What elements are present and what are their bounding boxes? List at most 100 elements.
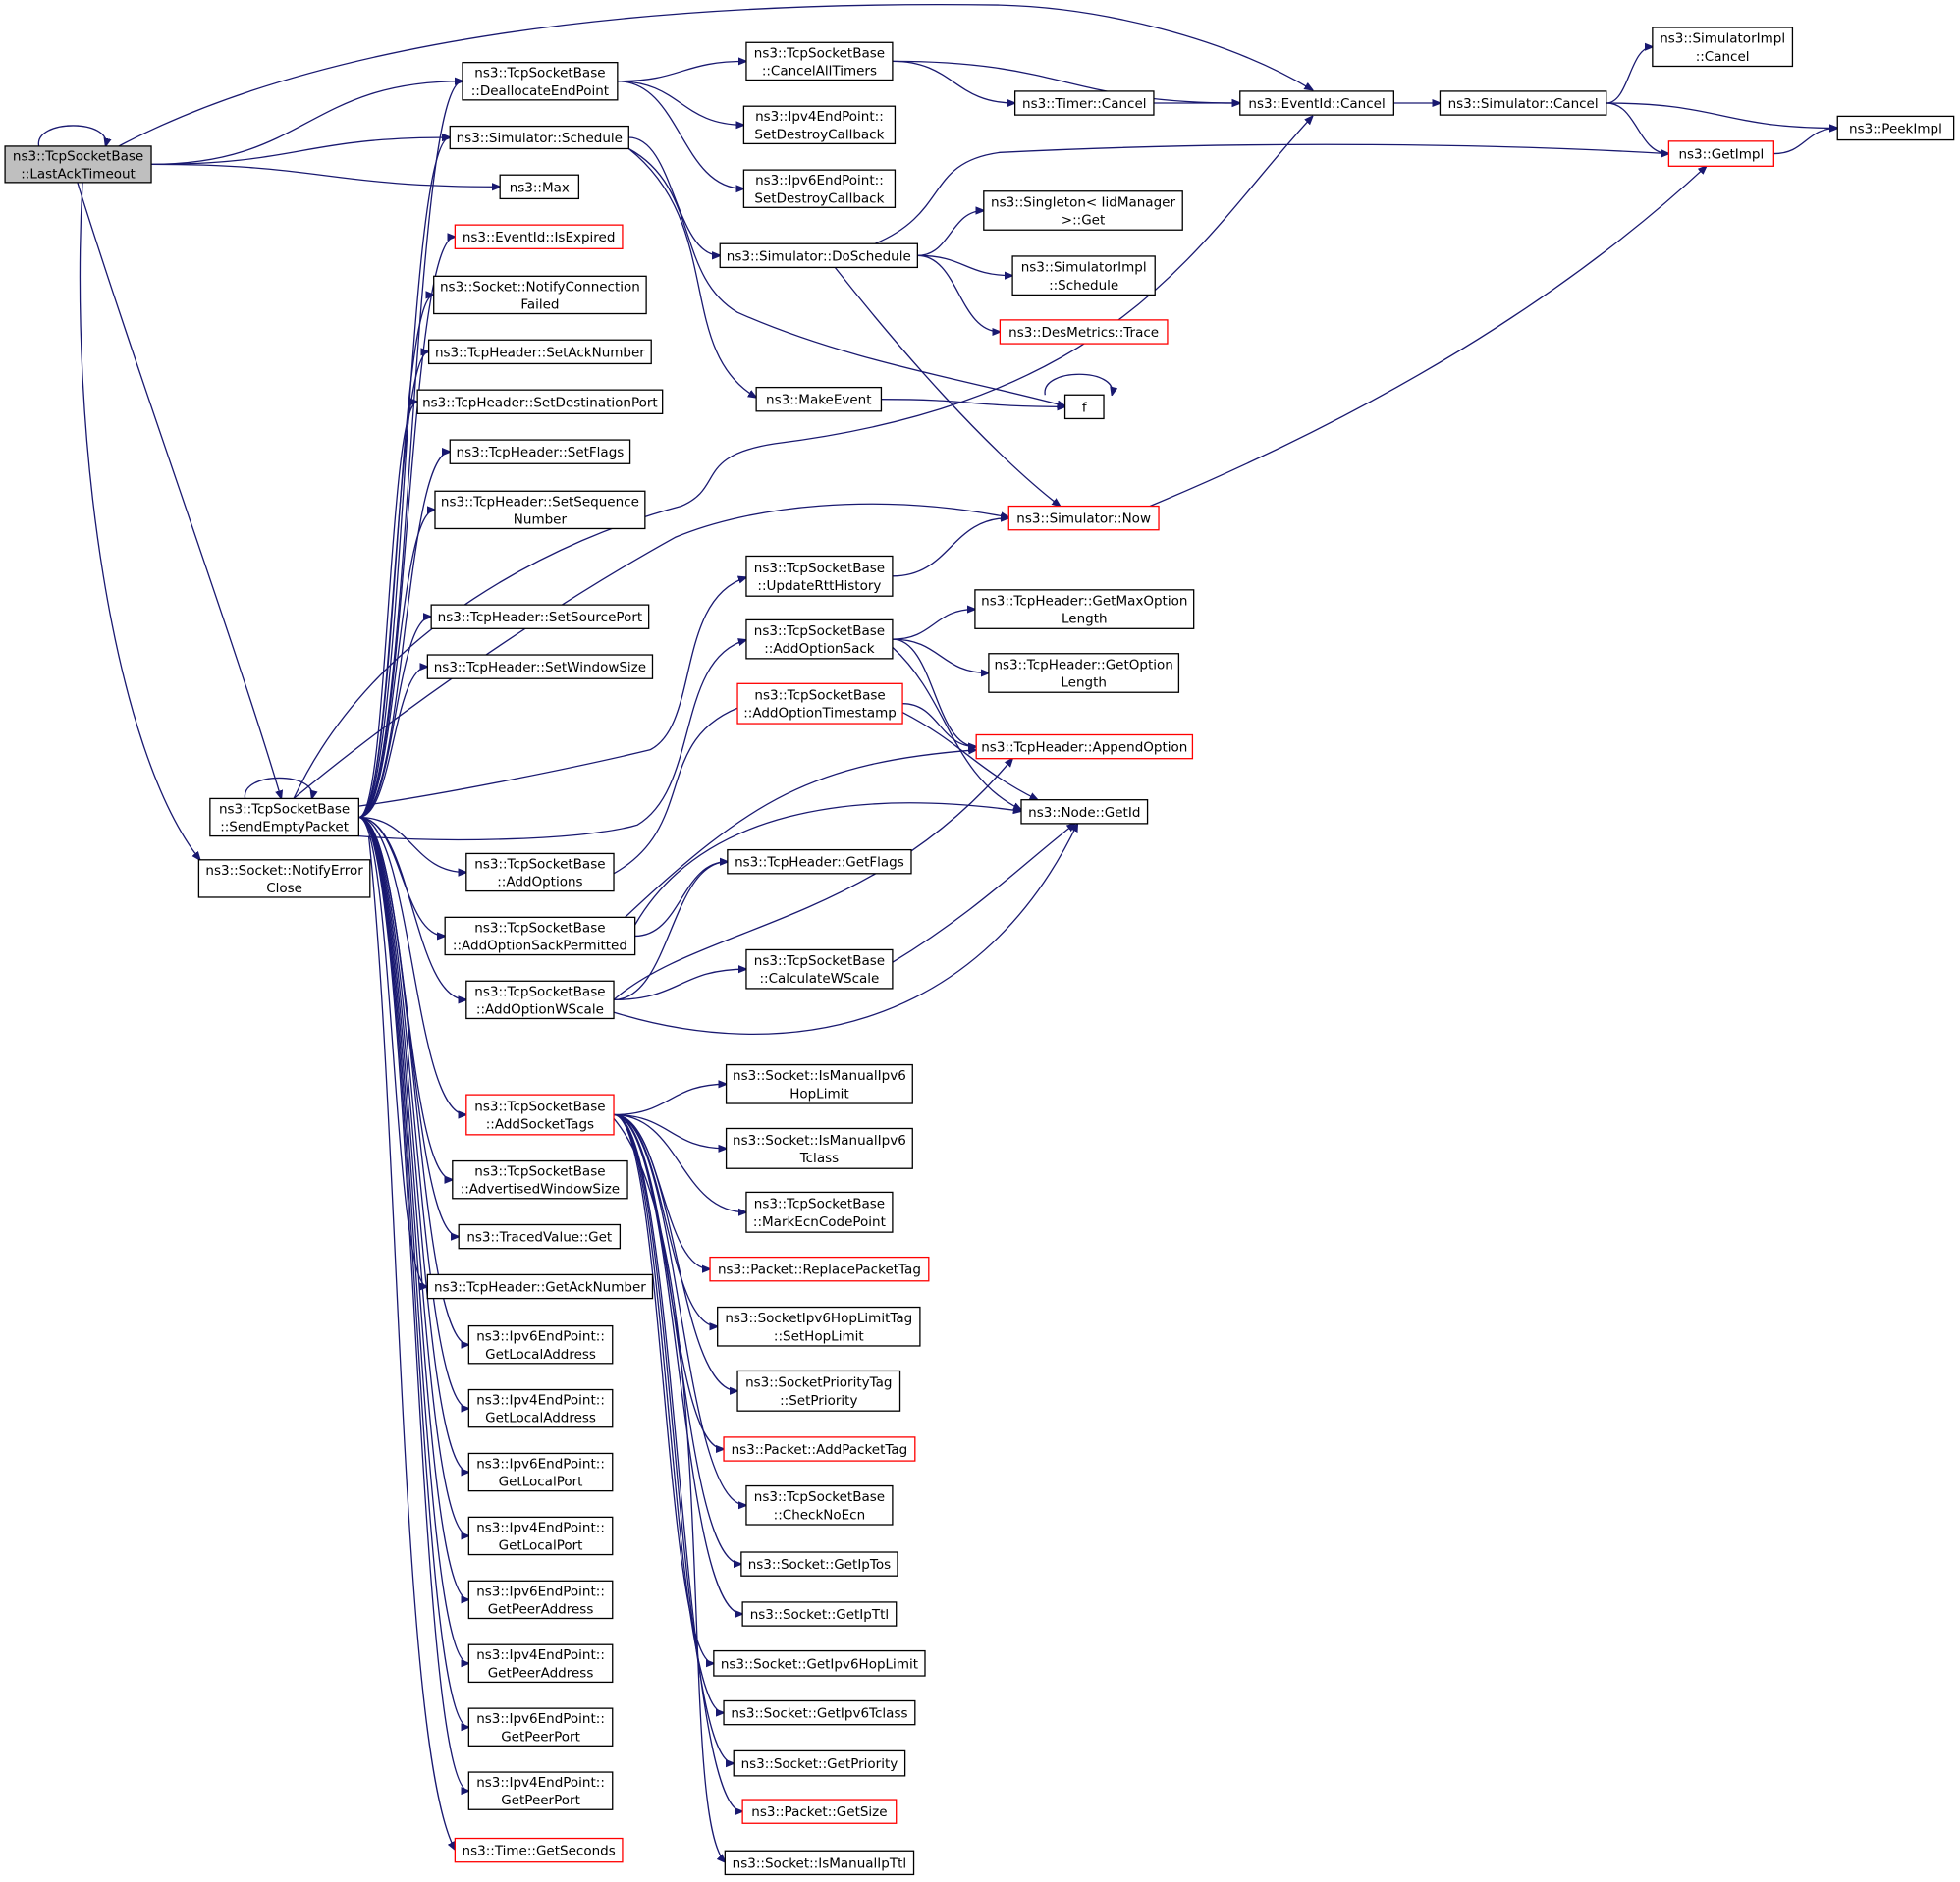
- node-ns3-tcpsocketbase-sendemptypacket[interactable]: ns3::TcpSocketBase::SendEmptyPacket: [209, 797, 359, 837]
- node-f[interactable]: f: [1063, 394, 1105, 420]
- node-ns3-socket-getipttl[interactable]: ns3::Socket::GetIpTtl: [741, 1601, 898, 1627]
- node-ns3-packet-addpackettag[interactable]: ns3::Packet::AddPacketTag: [723, 1436, 916, 1462]
- node-label: ns3::Packet::ReplacePacketTag: [718, 1263, 921, 1278]
- node-ns3-tcpsocketbase-addoptionwscale[interactable]: ns3::TcpSocketBase::AddOptionWScale: [465, 980, 615, 1020]
- node-label: ::AddOptionSackPermitted: [453, 939, 627, 954]
- edge-n0-to-n2: [151, 137, 450, 166]
- node-label: >::Get: [1062, 213, 1105, 229]
- node-label: ::SetHopLimit: [774, 1328, 864, 1344]
- node-ns3-simulator-cancel[interactable]: ns3::Simulator::Cancel: [1439, 90, 1607, 116]
- node-ns3-simulatorimpl-cancel[interactable]: ns3::SimulatorImpl::Cancel: [1652, 27, 1794, 68]
- node-ns3-tcpsocketbase-markecncodepoint[interactable]: ns3::TcpSocketBase::MarkEcnCodePoint: [745, 1191, 894, 1233]
- node-ns3-socket-getipv6tclass[interactable]: ns3::Socket::GetIpv6Tclass: [723, 1699, 916, 1726]
- node-ns3-simulator-doschedule[interactable]: ns3::Simulator::DoSchedule: [719, 242, 919, 269]
- node-box: [1239, 90, 1394, 116]
- node-ns3-simulator-schedule[interactable]: ns3::Simulator::Schedule: [449, 125, 629, 150]
- node-ns3-simulator-now[interactable]: ns3::Simulator::Now: [1007, 505, 1160, 531]
- node-ns3-socket-getiptos[interactable]: ns3::Socket::GetIpTos: [740, 1551, 898, 1577]
- node-ns3-tcpheader-setsourceport[interactable]: ns3::TcpHeader::SetSourcePort: [430, 604, 650, 629]
- edge-n12-to-n26: [358, 816, 468, 1664]
- node-ns3-tcpsocketbase-addsockettags[interactable]: ns3::TcpSocketBase::AddSocketTags: [465, 1094, 615, 1136]
- node-label: Length: [1061, 675, 1107, 691]
- node-label: GetPeerPort: [501, 1729, 580, 1745]
- node-label: ns3::SocketIpv6HopLimitTag: [725, 1311, 912, 1326]
- node-label: ::AdvertisedWindowSize: [461, 1182, 620, 1198]
- node-ns3-tcpheader-getflags[interactable]: ns3::TcpHeader::GetFlags: [727, 848, 912, 875]
- node-box: [1013, 90, 1155, 116]
- node-ns3-ipv4endpoint-getpeeraddress[interactable]: ns3::Ipv4EndPoint::GetPeerAddress: [467, 1643, 614, 1684]
- node-box: [723, 1436, 916, 1462]
- node-ns3-getimpl[interactable]: ns3::GetImpl: [1667, 140, 1774, 167]
- node-label: ns3::Socket::GetIpv6HopLimit: [721, 1656, 918, 1672]
- node-ns3-tcpsocketbase-checknoecn[interactable]: ns3::TcpSocketBase::CheckNoEcn: [745, 1484, 894, 1526]
- node-ns3-tcpsocketbase-addoptionsack[interactable]: ns3::TcpSocketBase::AddOptionSack: [745, 618, 894, 660]
- node-ns3-packet-getsize[interactable]: ns3::Packet::GetSize: [741, 1799, 898, 1824]
- node-ns3-simulatorimpl-schedule[interactable]: ns3::SimulatorImpl::Schedule: [1011, 255, 1156, 296]
- node-label: GetLocalAddress: [485, 1411, 596, 1426]
- node-ns3-socket-getipv6hoplimit[interactable]: ns3::Socket::GetIpv6HopLimit: [713, 1649, 926, 1677]
- node-ns3-tcpsocketbase-calculatewscale[interactable]: ns3::TcpSocketBase::CalculateWScale: [745, 948, 894, 990]
- node-ns3-tcpheader-getacknumber[interactable]: ns3::TcpHeader::GetAckNumber: [426, 1273, 654, 1300]
- node-ns3-timer-cancel[interactable]: ns3::Timer::Cancel: [1013, 90, 1155, 116]
- node-ns3-tcpsocketbase-addoptions[interactable]: ns3::TcpSocketBase::AddOptions: [465, 852, 615, 892]
- node-ns3-ipv6endpoint-getpeeraddress[interactable]: ns3::Ipv6EndPoint::GetPeerAddress: [467, 1580, 614, 1620]
- node-label: ns3::Packet::GetSize: [751, 1804, 887, 1820]
- node-ns3-tcpsocketbase-lastacktimeout[interactable]: ns3::TcpSocketBase::LastAckTimeout: [4, 145, 152, 184]
- node-ns3-singleton-iidmanager-get[interactable]: ns3::Singleton< IidManager >::Get: [983, 190, 1183, 231]
- edge-n12-to-n21: [358, 816, 468, 1345]
- node-ns3-tcpheader-appendoption[interactable]: ns3::TcpHeader::AppendOption: [975, 733, 1194, 760]
- node-ns3-tcpsocketbase-addoptionsackpermitted[interactable]: ns3::TcpSocketBase::AddOptionSackPermitt…: [444, 916, 636, 956]
- node-ns3-ipv6endpoint-getlocaladdress[interactable]: ns3::Ipv6EndPoint::GetLocalAddress: [467, 1324, 614, 1365]
- node-ns3-socketipv6hoplimittag-sethoplimit[interactable]: ns3::SocketIpv6HopLimitTag::SetHopLimit: [717, 1306, 921, 1347]
- node-box: [755, 386, 883, 412]
- edge-n16-to-n69: [613, 824, 1077, 1036]
- node-ns3-max[interactable]: ns3::Max: [499, 174, 580, 200]
- node-ns3-ipv6endpoint-getpeerport[interactable]: ns3::Ipv6EndPoint::GetPeerPort: [467, 1707, 614, 1747]
- node-box: [449, 439, 631, 464]
- node-ns3-ipv4endpoint-setdestroycallback[interactable]: ns3::Ipv4EndPoint::SetDestroyCallback: [742, 105, 897, 145]
- node-ns3-node-getid[interactable]: ns3::Node::GetId: [1020, 799, 1149, 825]
- node-ns3-ipv6endpoint-getlocalport[interactable]: ns3::Ipv6EndPoint::GetLocalPort: [467, 1452, 614, 1492]
- node-ns3-ipv4endpoint-getlocalport[interactable]: ns3::Ipv4EndPoint::GetLocalPort: [467, 1516, 614, 1556]
- node-ns3-tcpsocketbase-deallocateendpoint[interactable]: ns3::TcpSocketBase::DeallocateEndPoint: [462, 61, 619, 101]
- node-ns3-socketprioritytag-setpriority[interactable]: ns3::SocketPriorityTag::SetPriority: [736, 1370, 901, 1412]
- node-ns3-time-getseconds[interactable]: ns3::Time::GetSeconds: [454, 1837, 624, 1863]
- node-ns3-tcpheader-setwindowsize[interactable]: ns3::TcpHeader::SetWindowSize: [426, 654, 654, 679]
- node-box: [467, 1388, 614, 1428]
- node-ns3-tcpsocketbase-updatertthistory[interactable]: ns3::TcpSocketBase::UpdateRttHistory: [745, 555, 894, 597]
- node-box: [725, 1063, 913, 1104]
- node-ns3-eventid-cancel[interactable]: ns3::EventId::Cancel: [1239, 90, 1394, 116]
- node-ns3-tcpsocketbase-advertisedwindowsize[interactable]: ns3::TcpSocketBase::AdvertisedWindowSize: [452, 1159, 628, 1200]
- edge-n15-to-n38: [634, 862, 728, 938]
- node-ns3-peekimpl[interactable]: ns3::PeekImpl: [1836, 115, 1955, 141]
- node-box: [1836, 115, 1955, 141]
- node-ns3-tracedvalue-get[interactable]: ns3::TracedValue::Get: [458, 1223, 622, 1250]
- node-ns3-tcpsocketbase-addoptiontimestamp[interactable]: ns3::TcpSocketBase::AddOptionTimestamp: [736, 682, 903, 725]
- node-ns3-tcpsocketbase-cancelalltimers[interactable]: ns3::TcpSocketBase::CancelAllTimers: [745, 41, 894, 81]
- node-label: ::CalculateWScale: [760, 971, 880, 987]
- node-ns3-ipv6endpoint-setdestroycallback[interactable]: ns3::Ipv6EndPoint::SetDestroyCallback: [742, 169, 897, 208]
- node-ns3-eventid-isexpired[interactable]: ns3::EventId::IsExpired: [454, 224, 624, 249]
- node-ns3-socket-getpriority[interactable]: ns3::Socket::GetPriority: [733, 1749, 906, 1777]
- node-box: [462, 61, 619, 101]
- edge-n12-to-n16: [358, 816, 465, 1000]
- node-label: GetPeerPort: [501, 1793, 580, 1808]
- node-ns3-ipv4endpoint-getpeerport[interactable]: ns3::Ipv4EndPoint::GetPeerPort: [467, 1771, 614, 1810]
- node-ns3-packet-replacepackettag[interactable]: ns3::Packet::ReplacePacketTag: [709, 1256, 930, 1282]
- node-box: [727, 848, 912, 875]
- node-ns3-tcpheader-setacknumber[interactable]: ns3::TcpHeader::SetAckNumber: [427, 339, 652, 365]
- node-label: ns3::Socket::NotifyError: [205, 863, 363, 879]
- node-ns3-tcpheader-setflags[interactable]: ns3::TcpHeader::SetFlags: [449, 439, 631, 464]
- node-ns3-ipv4endpoint-getlocaladdress[interactable]: ns3::Ipv4EndPoint::GetLocalAddress: [467, 1388, 614, 1428]
- node-ns3-tcpheader-setdestinationport[interactable]: ns3::TcpHeader::SetDestinationPort: [416, 389, 664, 414]
- node-ns3-desmetrics-trace[interactable]: ns3::DesMetrics::Trace: [999, 319, 1169, 345]
- node-ns3-socket-ismanualipttl[interactable]: ns3::Socket::IsManualIpTtl: [724, 1850, 915, 1876]
- node-ns3-makeevent[interactable]: ns3::MakeEvent: [755, 386, 883, 412]
